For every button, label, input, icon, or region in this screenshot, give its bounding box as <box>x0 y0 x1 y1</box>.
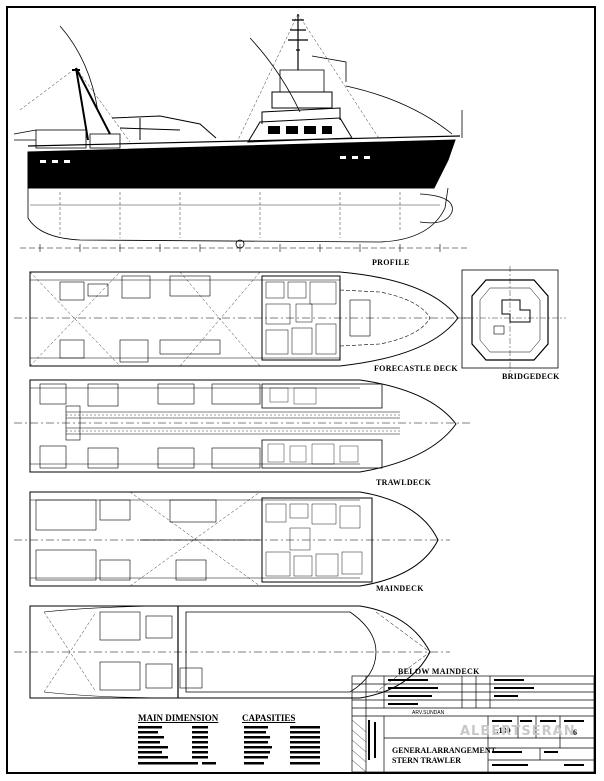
gantry <box>72 67 111 141</box>
frame-ticks <box>39 244 441 252</box>
profile-label: PROFILE <box>372 258 410 267</box>
forecastle-deck-view <box>14 271 470 367</box>
superstructure <box>247 117 353 143</box>
forecastle-deck-label: FORECASTLE DECK <box>374 364 458 373</box>
capacities-heading: CAPASITIES <box>242 713 296 723</box>
trawl-lanes <box>66 411 400 435</box>
main-deck-label: MAINDECK <box>376 584 424 593</box>
watermark: ALBERTSERAN <box>460 724 576 739</box>
forecastle-outline <box>29 271 459 367</box>
scale-value: 1:100 <box>492 726 511 735</box>
capacities-table <box>244 726 320 765</box>
bridge-deck-view <box>456 266 566 372</box>
maindeck-outline <box>29 491 439 587</box>
mast <box>288 14 308 70</box>
below-maindeck-view <box>14 605 450 699</box>
drawing-title-line1: GENERALARRANGEMENT <box>392 746 497 755</box>
trawl-deck-view <box>14 379 470 473</box>
profile-view <box>13 13 470 252</box>
fish-hold <box>185 611 377 693</box>
drawing-title-line2: STERN TRAWLER <box>392 756 461 765</box>
wheelhouse-outline <box>471 279 549 361</box>
main-dimension-table <box>138 726 216 765</box>
trawl-deck-label: TRAWLDECK <box>376 478 432 487</box>
title-block <box>351 675 595 773</box>
main-dimension-heading: MAIN DIMENSION <box>138 713 219 723</box>
drawing-frame <box>6 6 596 774</box>
trawldeck-outline <box>29 379 457 473</box>
bridge-deck-label: BRIDGEDECK <box>502 372 560 381</box>
underwater-hull <box>27 187 449 243</box>
main-deck-view <box>14 491 450 587</box>
drawn-by-value: ARV.SUNDAN <box>412 710 445 716</box>
sheet-number: 6 <box>573 728 577 737</box>
hull-profile <box>27 139 456 189</box>
below-maindeck-label: BELOW MAINDECK <box>398 667 480 676</box>
